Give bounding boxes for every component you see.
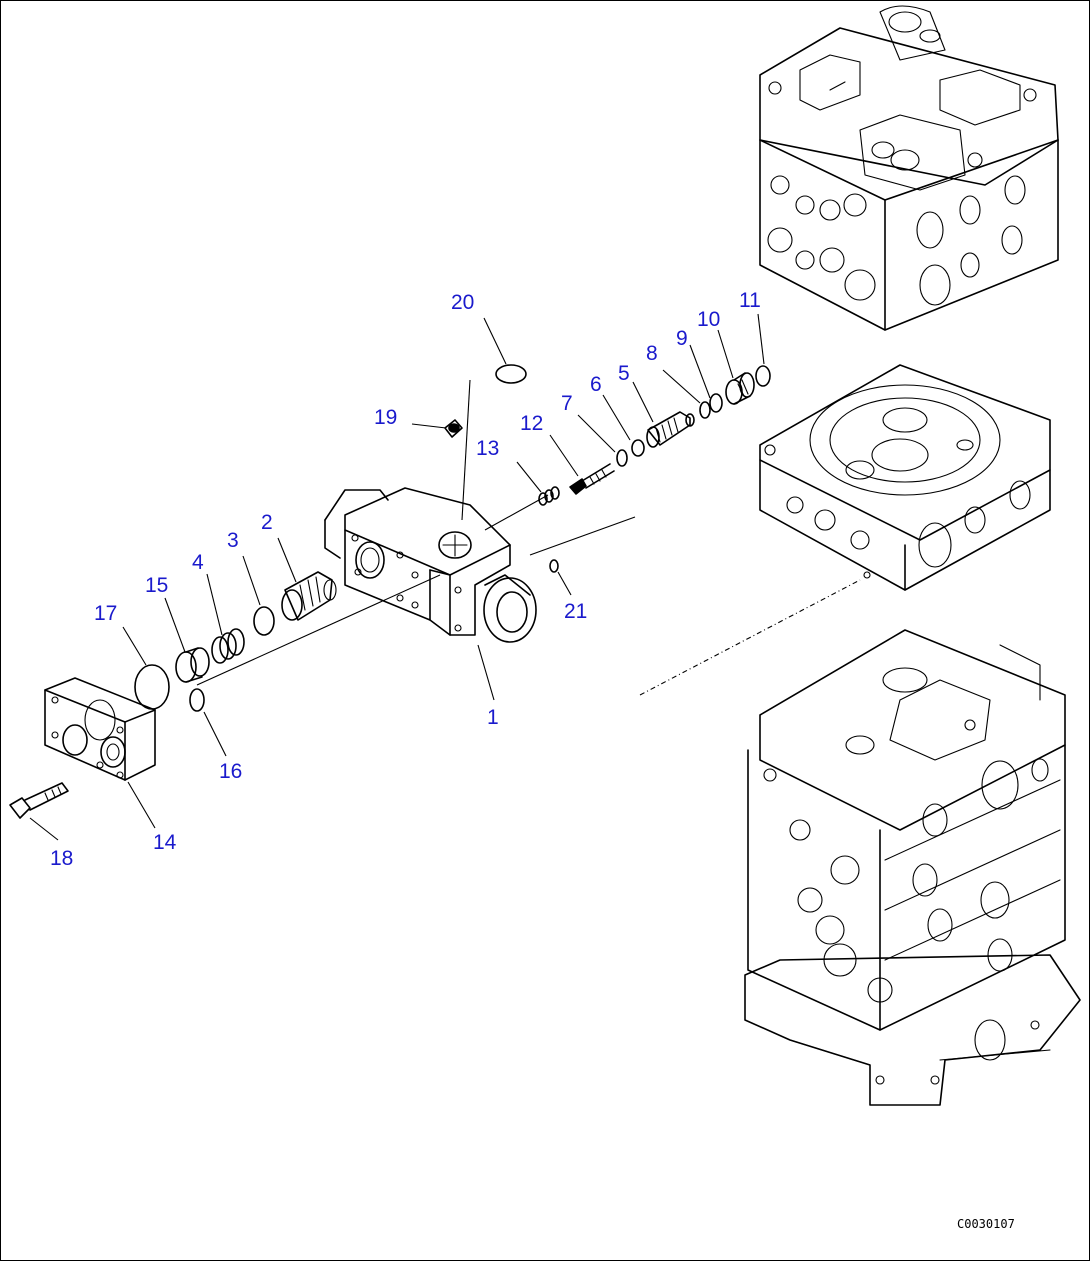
callout-4: 4 <box>192 551 204 574</box>
callout-3: 3 <box>227 529 239 552</box>
centerline-lower <box>196 574 441 686</box>
callout-12: 12 <box>520 412 543 435</box>
leader-lines <box>29 313 765 841</box>
callout-1: 1 <box>487 706 499 729</box>
part-1-valve-body <box>324 487 537 643</box>
part-10-plug <box>725 372 755 405</box>
callout-2: 2 <box>261 511 273 534</box>
part-20-o-ring <box>495 364 527 384</box>
part-11-o-ring <box>755 365 771 387</box>
control-valve-top-section <box>759 5 1059 331</box>
callout-6: 6 <box>590 373 602 396</box>
part-12-poppet <box>569 463 615 495</box>
drawing-code: C0030107 <box>957 1217 1015 1231</box>
part-19-plug <box>444 419 463 438</box>
callout-15: 15 <box>145 574 168 597</box>
control-valve-bottom-section <box>744 629 1081 1106</box>
callout-13: 13 <box>476 437 499 460</box>
part-5-sleeve <box>646 411 695 448</box>
part-8-o-ring <box>699 401 711 419</box>
centerline-vertical <box>461 379 471 521</box>
callout-17: 17 <box>94 602 117 625</box>
callout-19: 19 <box>374 406 397 429</box>
part-6-ring <box>631 439 645 457</box>
part-9-ring <box>709 393 723 413</box>
mounting-line <box>639 579 861 696</box>
part-18-bolt <box>9 782 69 819</box>
callout-9: 9 <box>676 327 688 350</box>
callout-21: 21 <box>564 600 587 623</box>
part-16-o-ring <box>189 688 205 712</box>
callout-5: 5 <box>618 362 630 385</box>
callout-18: 18 <box>50 847 73 870</box>
part-13-spring <box>538 486 560 506</box>
callout-10: 10 <box>697 308 720 331</box>
callout-11: 11 <box>739 289 761 312</box>
part-2-piston <box>281 571 337 621</box>
part-15-plug <box>175 647 210 683</box>
callout-20: 20 <box>451 291 474 314</box>
part-21-o-ring <box>549 559 559 573</box>
control-valve-middle-section <box>759 364 1051 591</box>
callout-16: 16 <box>219 760 242 783</box>
part-4-spring <box>211 628 245 664</box>
part-3-o-ring <box>253 606 275 636</box>
callout-8: 8 <box>646 342 658 365</box>
part-7-o-ring <box>616 449 628 467</box>
part-17-o-ring <box>134 664 170 710</box>
callout-labels: 1 2 3 4 5 6 7 8 9 10 11 12 13 14 15 16 1… <box>50 289 761 870</box>
part-14-cover <box>44 677 156 781</box>
callout-7: 7 <box>561 392 573 415</box>
centerline-right <box>529 516 636 556</box>
callout-14: 14 <box>153 831 177 854</box>
centerline-upper <box>484 494 549 531</box>
